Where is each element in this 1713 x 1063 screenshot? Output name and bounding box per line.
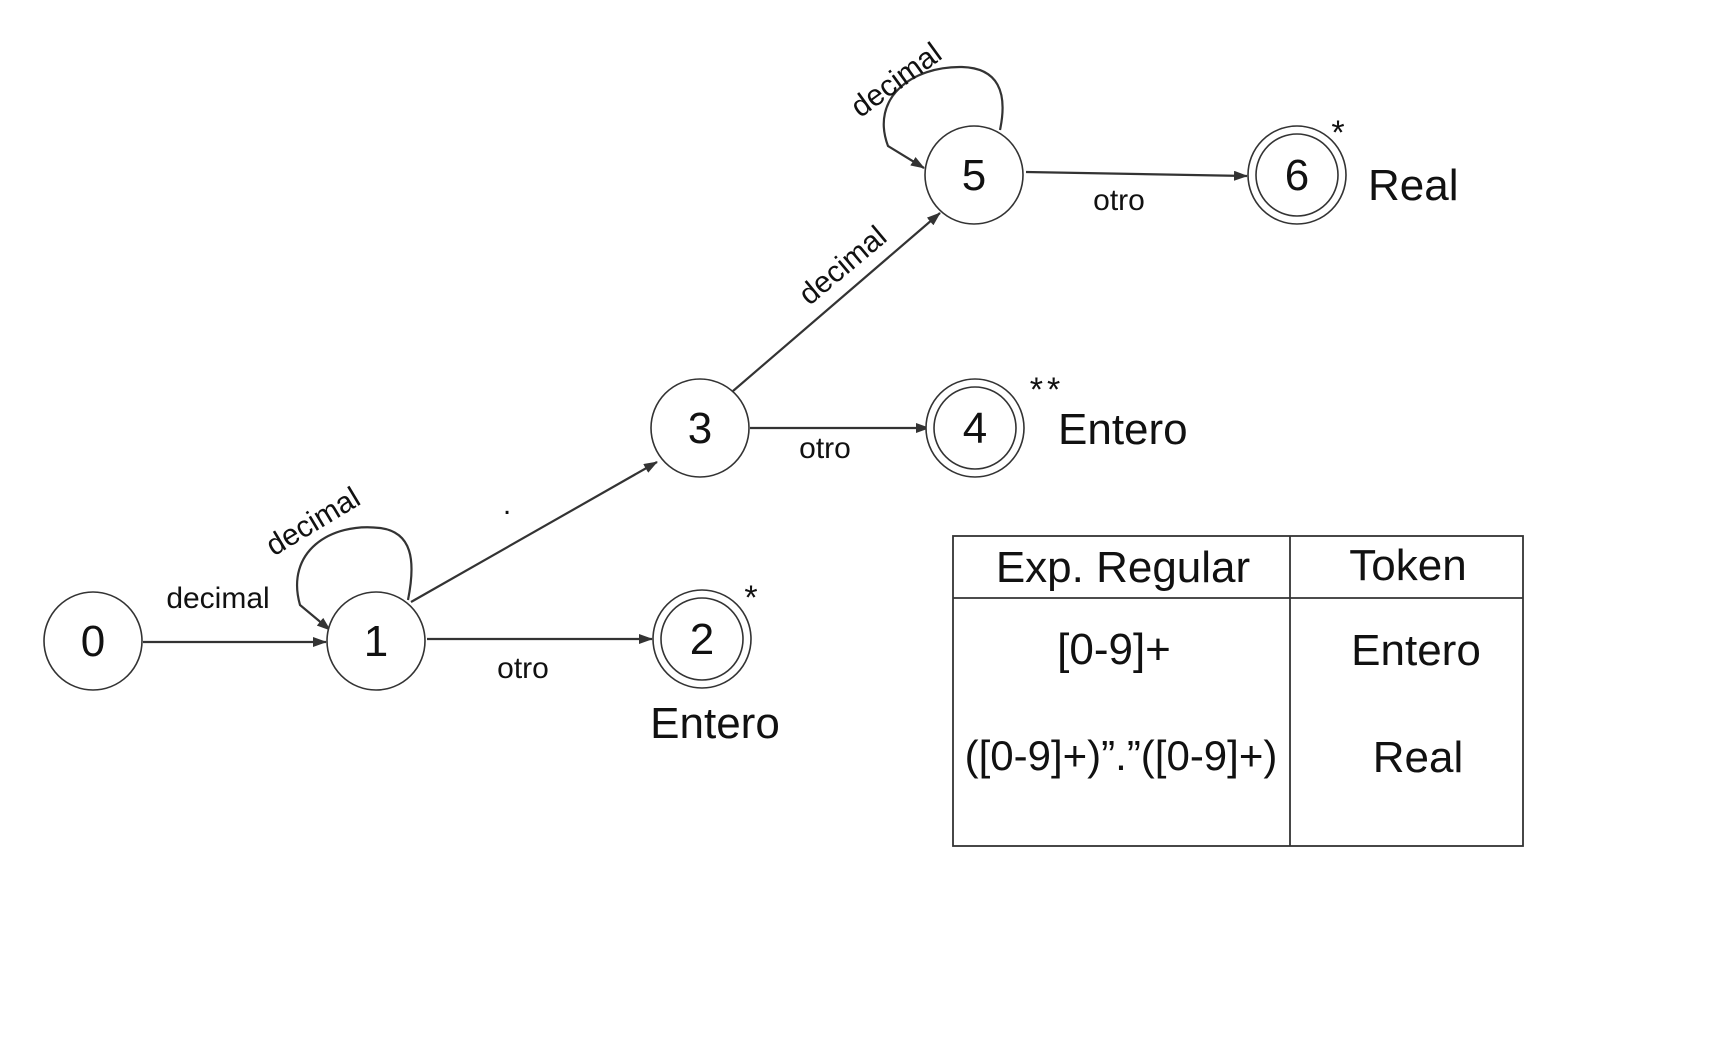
state-6: 6 * Real [1247, 114, 1459, 225]
state-2-label: 2 [690, 615, 714, 664]
state-1-label: 1 [364, 617, 388, 666]
table-row-2-token: Real [1373, 733, 1464, 782]
state-3: 3 [650, 378, 750, 478]
state-2-inner-circle [660, 597, 744, 681]
state-5-label: 5 [962, 151, 986, 200]
state-1: 1 [326, 591, 426, 691]
transition-5-5-label: decimal [845, 37, 948, 124]
transition-3-5: decimal [732, 212, 941, 392]
state-3-circle [650, 378, 750, 478]
state-2-token: Entero [650, 699, 780, 748]
transition-0-1-label: decimal [166, 582, 269, 615]
table-border [952, 535, 1524, 847]
state-4-label: 4 [963, 404, 987, 453]
state-2: 2 * Entero [650, 579, 780, 748]
regex-token-table: Exp. Regular Token [0-9]+ Entero ([0-9]+… [952, 535, 1524, 847]
table-header-token: Token [1349, 541, 1466, 590]
transition-1-2: otro [427, 634, 653, 685]
state-2-mark: * [744, 579, 757, 617]
transition-1-1-label: decimal [260, 481, 366, 563]
transition-1-1-arrow [296, 526, 413, 631]
state-4-mark: ** [1030, 371, 1064, 409]
table-row-2-regex: ([0-9]+)”.”([0-9]+) [965, 732, 1278, 779]
state-6-token: Real [1368, 161, 1459, 210]
state-0: 0 [43, 591, 143, 691]
transition-1-3: . [410, 461, 658, 603]
state-5: 5 [924, 125, 1024, 225]
transition-1-3-label: . [503, 488, 511, 521]
state-4-token: Entero [1058, 405, 1188, 454]
state-1-circle [326, 591, 426, 691]
transition-5-5-arrow [882, 65, 1004, 169]
transition-3-5-arrow [732, 212, 941, 392]
transition-0-1: decimal [143, 582, 327, 647]
state-3-label: 3 [688, 404, 712, 453]
state-6-label: 6 [1285, 151, 1309, 200]
table-header-regex: Exp. Regular [996, 543, 1250, 592]
state-4-inner-circle [933, 386, 1017, 470]
table-row-1-token: Entero [1351, 626, 1481, 675]
table-row-1-regex: [0-9]+ [1057, 625, 1171, 674]
transition-5-6-label: otro [1093, 184, 1145, 217]
transition-1-2-label: otro [497, 652, 549, 685]
state-6-inner-circle [1255, 133, 1339, 217]
state-0-label: 0 [81, 617, 105, 666]
transition-5-6-arrow [1025, 170, 1248, 181]
transition-5-6: otro [1025, 170, 1248, 217]
transition-1-3-arrow [410, 461, 658, 603]
state-5-circle [924, 125, 1024, 225]
state-4: 4 ** Entero [925, 371, 1188, 478]
state-0-circle [43, 591, 143, 691]
transition-3-4: otro [750, 423, 930, 465]
transition-3-4-label: otro [799, 432, 851, 465]
state-6-mark: * [1331, 114, 1344, 152]
